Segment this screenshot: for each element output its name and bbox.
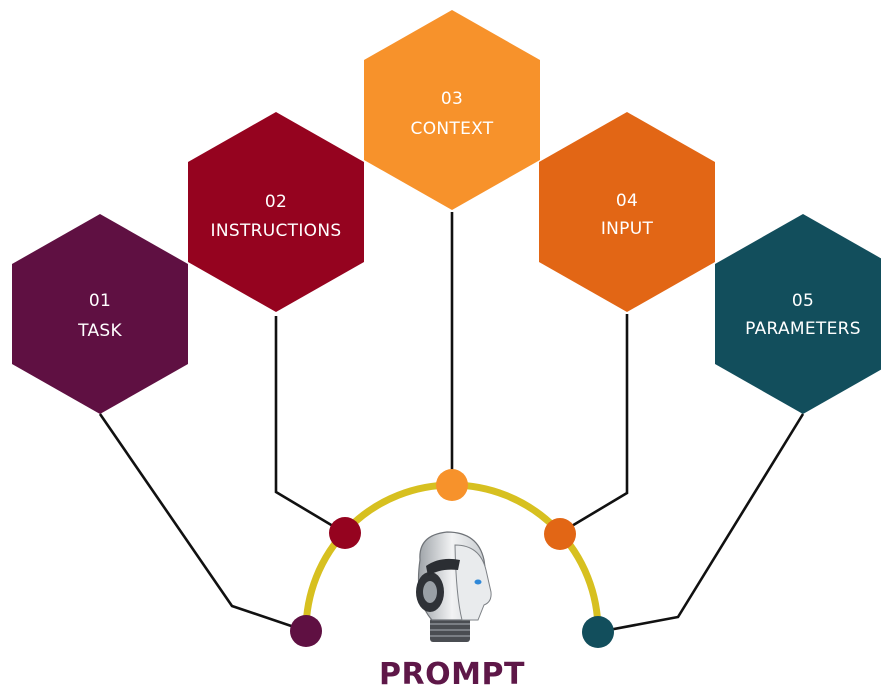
connector-instructions [274,316,344,534]
node-dot-input [544,518,576,550]
step-label-instructions: INSTRUCTIONS [211,221,342,241]
step-number-input: 04 [616,191,638,211]
step-label-task: TASK [77,321,122,341]
step-number-instructions: 02 [265,192,287,212]
hexagon-instructions: 02 INSTRUCTIONS [188,112,364,312]
step-label-input: INPUT [601,219,654,239]
prompt-title: PROMPT [379,657,525,692]
arc-nodes [290,469,614,648]
connector-input [559,314,629,535]
hexagon-input: 04 INPUT [539,112,715,312]
step-number-parameters: 05 [792,291,814,311]
hexagon-shape-parameters [715,214,881,414]
connector-task [98,413,307,633]
step-label-parameters: PARAMETERS [745,319,861,339]
hexagon-context: 03 CONTEXT [364,10,540,210]
hexagons: 01 TASK 02 INSTRUCTIONS 03 CONTEXT 04 IN… [12,10,881,414]
step-label-context: CONTEXT [411,119,494,139]
node-dot-instructions [329,517,361,549]
hexagon-shape-instructions [188,112,364,312]
step-number-context: 03 [441,89,463,109]
step-number-task: 01 [89,291,111,311]
robot-head-icon [416,531,492,642]
connectors [98,212,805,634]
hexagon-parameters: 05 PARAMETERS [715,214,881,414]
hexagon-task: 01 TASK [12,214,188,414]
node-dot-task [290,615,322,647]
node-dot-parameters [582,616,614,648]
node-dot-context [436,469,468,501]
hexagon-shape-task [12,214,188,414]
hexagon-shape-context [364,10,540,210]
connector-parameters [597,413,805,634]
hexagon-shape-input [539,112,715,312]
